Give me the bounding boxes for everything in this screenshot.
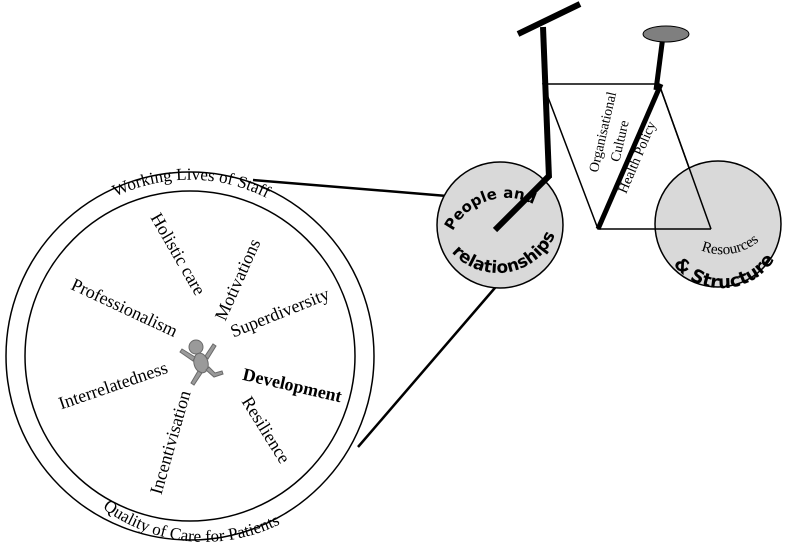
rear-frame-overlay: [658, 83, 712, 230]
person-figure-icon: [179, 339, 224, 386]
zoom-line-bottom: [357, 281, 501, 448]
front-fork: [492, 173, 552, 233]
zoom-line-top: [252, 178, 448, 198]
saddle: [642, 25, 690, 43]
rear-wheel: [654, 160, 782, 288]
